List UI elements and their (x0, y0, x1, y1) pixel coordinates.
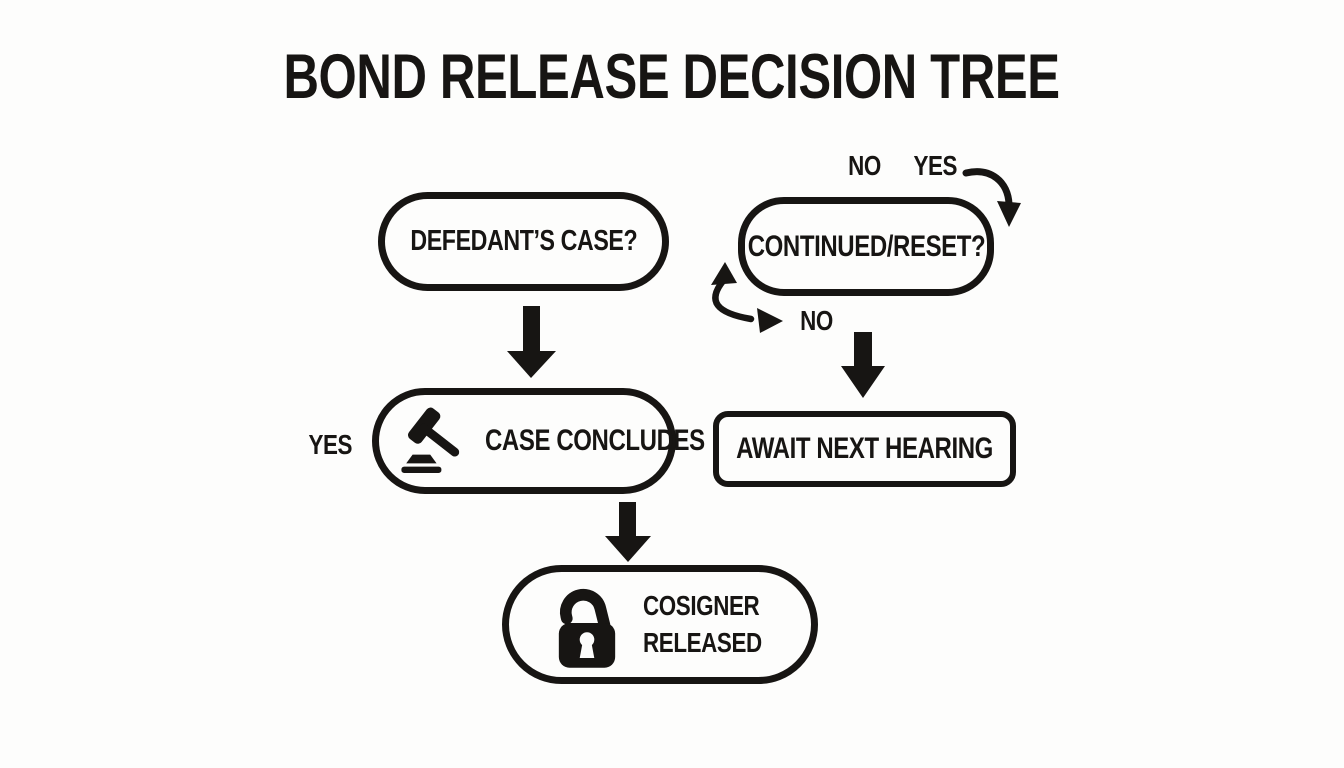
node-continued-reset-label: CONTINUED/RESET? (747, 229, 985, 263)
arrow-defendant-to-concludes (507, 306, 556, 378)
arrow-no-to-await-hearing (841, 332, 885, 398)
node-cosigner-released: COSIGNER RELEASED (502, 565, 818, 684)
node-continued-reset: CONTINUED/RESET? (738, 197, 994, 296)
cosigner-line1: COSIGNER (643, 589, 760, 621)
gavel-icon (395, 403, 475, 479)
node-defendant-case: DEFEDANT’S CASE? (378, 192, 669, 291)
edge-label-yes-top: YES (913, 150, 957, 181)
cosigner-line2: RELEASED (643, 626, 762, 658)
page-title: BOND RELEASE DECISION TREE (0, 46, 1344, 109)
edge-label-no-await: NO (799, 305, 833, 336)
node-case-concludes: CASE CONCLUDES (372, 388, 705, 494)
node-await-next-hearing-label: AWAIT NEXT HEARING (736, 432, 993, 465)
page-title-text: BOND RELEASE DECISION TREE (283, 42, 1061, 112)
node-await-next-hearing: AWAIT NEXT HEARING (713, 411, 1016, 487)
node-defendant-case-label: DEFEDANT’S CASE? (410, 225, 637, 257)
node-case-concludes-label: CASE CONCLUDES (485, 424, 705, 457)
edge-label-yes-concludes: YES (308, 429, 352, 460)
arrow-concludes-to-released (605, 502, 651, 562)
unlocked-padlock-icon (553, 580, 621, 670)
node-cosigner-released-label: COSIGNER RELEASED (643, 588, 762, 662)
edge-label-no-top: NO (847, 150, 881, 181)
